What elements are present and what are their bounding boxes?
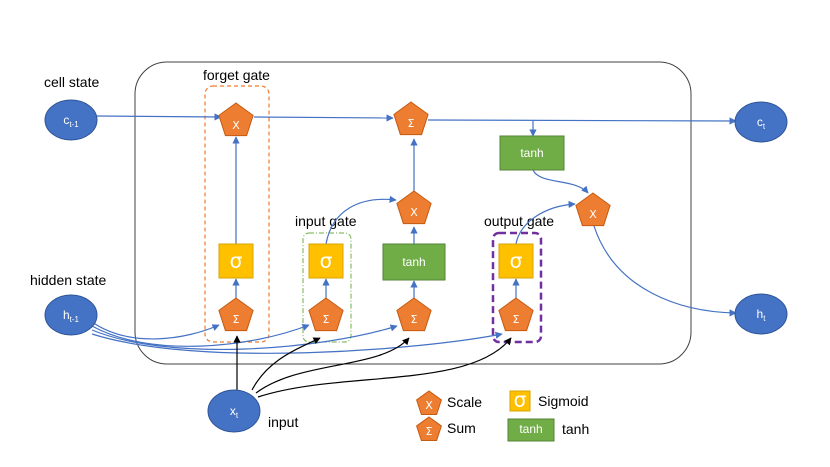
input-sigmoid-node: σ [308,243,344,279]
sum-symbol: Σ [323,313,330,326]
node-main: h [757,307,764,321]
arrow-forget-scale-to-cell-sum [253,114,394,122]
sigmoid-symbol: σ [514,388,527,412]
node-sub: t [236,411,239,420]
cell-sum-node: Σ [393,101,429,136]
node-main: h [63,308,70,322]
arrow-output-sigmoid-to-scale [515,200,576,245]
arrow-cell-sum-to-ct [427,117,737,125]
arrow-xt-to-cand-sum [255,337,410,394]
svg-text:ct-1: ct-1 [63,113,79,129]
h-prev-node: ht-1 [44,294,98,336]
tanh-symbol: tanh [519,422,542,436]
sum-symbol: Σ [233,313,240,326]
svg-text:ht-1: ht-1 [63,308,80,324]
c-prev-node: ct-1 [44,99,98,141]
node-sub: t-1 [70,315,80,324]
sum-symbol: Σ [408,117,415,130]
legend-sigmoid-label: Sigmoid [538,393,589,409]
arrow-tanh-to-output-scale [532,169,589,194]
node-sub: t [763,122,766,131]
sum-symbol: Σ [411,313,418,326]
candidate-scale-node: X [396,190,432,225]
svg-text:ht: ht [757,307,767,323]
cell-state-label: cell state [44,74,99,90]
candidate-sum-node: Σ [396,297,432,332]
arrow-xt-to-output-sum [257,337,512,398]
output-gate-box [491,231,543,344]
candidate-tanh-node: tanh [382,243,446,281]
output-sum-node: Σ [498,297,534,332]
forget-gate-label: forget gate [203,67,270,83]
node-sub: t-1 [69,120,79,129]
scale-symbol: X [589,208,597,221]
tanh-symbol: tanh [520,146,543,160]
sigmoid-symbol: σ [320,249,333,273]
node-main: x [230,404,236,418]
svg-text:ct: ct [757,115,766,131]
arrow-hprev-to-input-sum [91,323,310,347]
forget-sum-node: Σ [218,297,254,332]
forget-sigmoid-node: σ [218,243,254,279]
node-main: c [63,113,69,127]
hidden-state-label: hidden state [30,272,106,288]
legend-scale: X Scale [416,390,482,415]
arrow-output-scale-to-ht [593,225,737,317]
tanh-symbol: tanh [402,255,425,269]
arrow-hprev-to-output-sum [91,331,503,354]
node-main: c [757,115,763,129]
output-scale-node: X [575,192,611,227]
legend-tanh-label: tanh [562,421,589,437]
arrow-cprev-to-forget-scale [95,113,222,121]
svg-text:xt: xt [230,404,239,420]
scale-symbol: X [410,206,418,219]
input-gate-label: input gate [295,213,357,229]
x-t-node: xt [207,389,261,433]
legend-sigmoid: σ Sigmoid [509,388,589,412]
legend-sum-label: Sum [447,420,476,436]
arrow-hprev-to-cand-sum [91,324,398,351]
node-sub: t [763,314,766,323]
sigmoid-symbol: σ [510,249,523,273]
sigmoid-symbol: σ [230,249,243,273]
scale-symbol: X [425,399,433,412]
legend-sum: Σ Sum [416,416,476,441]
output-tanh-node: tanh [499,135,565,171]
sum-symbol: Σ [426,425,433,438]
h-t-node: ht [734,293,788,335]
legend-tanh: tanh tanh [507,418,589,442]
lstm-cell-container [134,61,692,365]
arrow-input-sigmoid-to-scale [325,195,397,245]
c-t-node: ct [734,101,788,143]
sum-symbol: Σ [513,313,520,326]
input-label: input [268,414,298,430]
output-gate-label: output gate [484,213,554,229]
input-sum-node: Σ [308,297,344,332]
arrow-xt-to-input-sum [251,337,321,391]
scale-symbol: X [232,119,240,132]
legend-scale-label: Scale [447,394,482,410]
output-sigmoid-node: σ [498,243,534,279]
input-gate-box [302,232,352,343]
legend: X Scale Σ Sum σ Sigmoid tanh tanh [416,388,589,442]
forget-scale-node: X [218,102,254,137]
arrow-hprev-to-forget-sum [91,321,220,340]
